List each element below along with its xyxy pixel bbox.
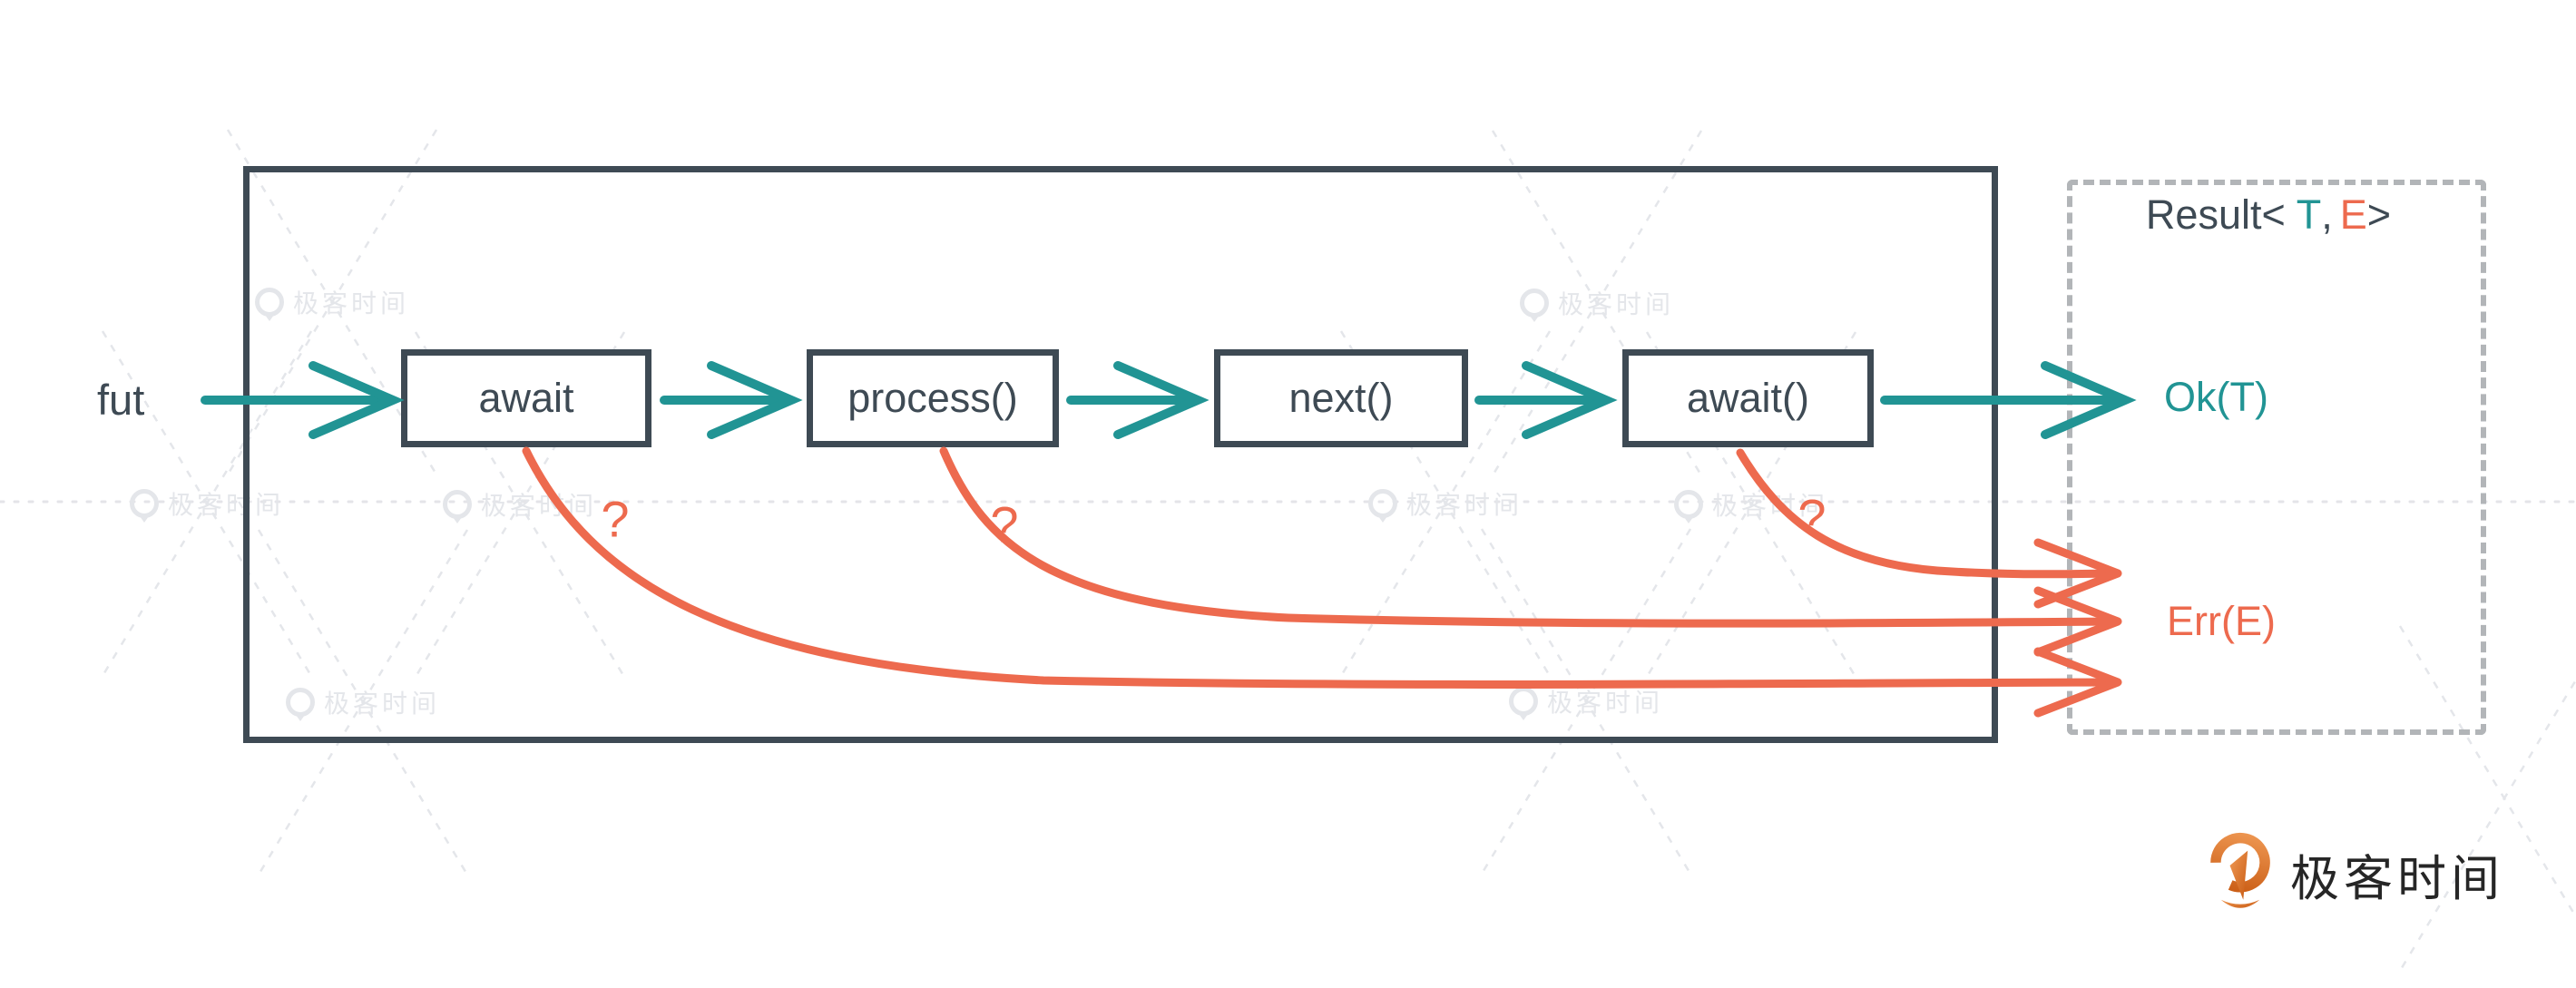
node-next: next() [1214,349,1468,447]
result-title-prefix: Result< [2145,191,2286,238]
geektime-logo: 极客时间 [2203,824,2504,924]
geektime-logo-icon [2210,832,2270,908]
watermark: 极客时间 [285,684,441,721]
error-question-mark: ? [1797,488,1827,546]
watermark-text: 极客时间 [1557,290,1675,318]
watermark: 极客时间 [129,485,285,523]
node-label: next() [1288,375,1394,421]
watermark-text: 极客时间 [167,491,285,519]
node-process: process() [807,349,1059,447]
watermark-text: 极客时间 [323,690,441,718]
result-type-ok: T [2296,191,2322,238]
watermark: 极客时间 [254,284,410,321]
input-label: fut [97,376,145,424]
result-title: Result< T , E > [2078,191,2459,239]
watermark: 极客时间 [1508,683,1664,720]
watermark-pin-icon [1508,687,1538,720]
node-await: await [401,349,651,447]
error-question-mark: ? [601,490,630,548]
node-label: process() [847,375,1018,421]
watermark-text: 极客时间 [292,289,410,318]
ok-label: Ok(T) [2164,374,2268,420]
watermark: 极客时间 [1519,285,1675,322]
node-await-call: await() [1622,349,1874,447]
err-label: Err(E) [2167,598,2276,644]
error-question-mark: ? [990,495,1019,553]
result-title-suffix: > [2366,191,2392,238]
node-label: await [478,375,574,421]
watermark-pin-icon [254,288,284,321]
result-type-err: E [2339,191,2367,238]
pipeline-container-box [243,166,1998,743]
watermark-pin-icon [1519,289,1549,322]
watermark-pin-icon [285,688,315,721]
watermark-pin-icon [129,489,159,523]
geektime-logo-text: 极客时间 [2290,851,2504,906]
node-label: await() [1686,375,1810,421]
watermark-pin-icon [442,490,472,523]
result-comma: , [2321,191,2333,238]
watermark-text: 极客时间 [1546,689,1664,717]
result-container-box [2067,180,2486,735]
